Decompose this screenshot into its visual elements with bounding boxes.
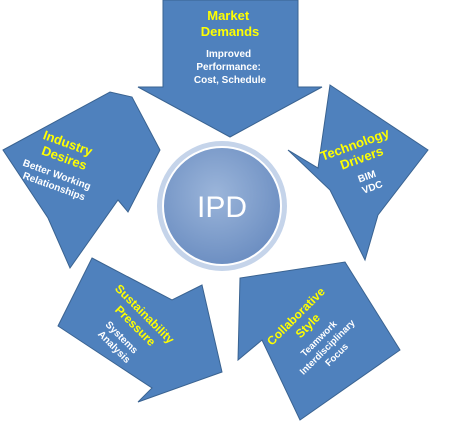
arrow-technology-drivers: Technology Drivers BIM VDC <box>287 84 429 262</box>
arrow-shape-market-demands <box>137 0 323 138</box>
arrow-shape-collaborative-style <box>237 261 401 421</box>
market-demands-title-1: Market <box>207 8 250 23</box>
arrow-market-demands: Market Demands Improved Performance: Cos… <box>137 0 323 138</box>
arrow-shape-sustainability-pressure <box>57 257 223 403</box>
svg-text:Market Demands: Market Demands <box>201 8 260 39</box>
hub-label: IPD <box>197 191 247 224</box>
arrow-industry-desires: Industry Desires Better Working Relation… <box>2 91 161 270</box>
market-demands-body-1: Improved <box>206 49 251 60</box>
arrow-shape-industry-desires <box>2 91 161 270</box>
arrow-sustainability-pressure: Sustainability Pressure Systems Analysis <box>57 257 223 403</box>
svg-text:Improved Performance:: Improved Performance: Cost, Schedule <box>194 49 267 86</box>
arrow-collaborative-style: Collaborative Style Teamwork Interdiscip… <box>237 261 401 421</box>
ipd-hub: IPD <box>157 141 287 271</box>
market-demands-title-2: Demands <box>201 24 260 39</box>
market-demands-body-3: Cost, Schedule <box>194 75 267 86</box>
hub-circle <box>162 146 282 266</box>
arrow-shape-technology-drivers <box>287 84 429 262</box>
market-demands-body-2: Performance: <box>196 62 260 73</box>
